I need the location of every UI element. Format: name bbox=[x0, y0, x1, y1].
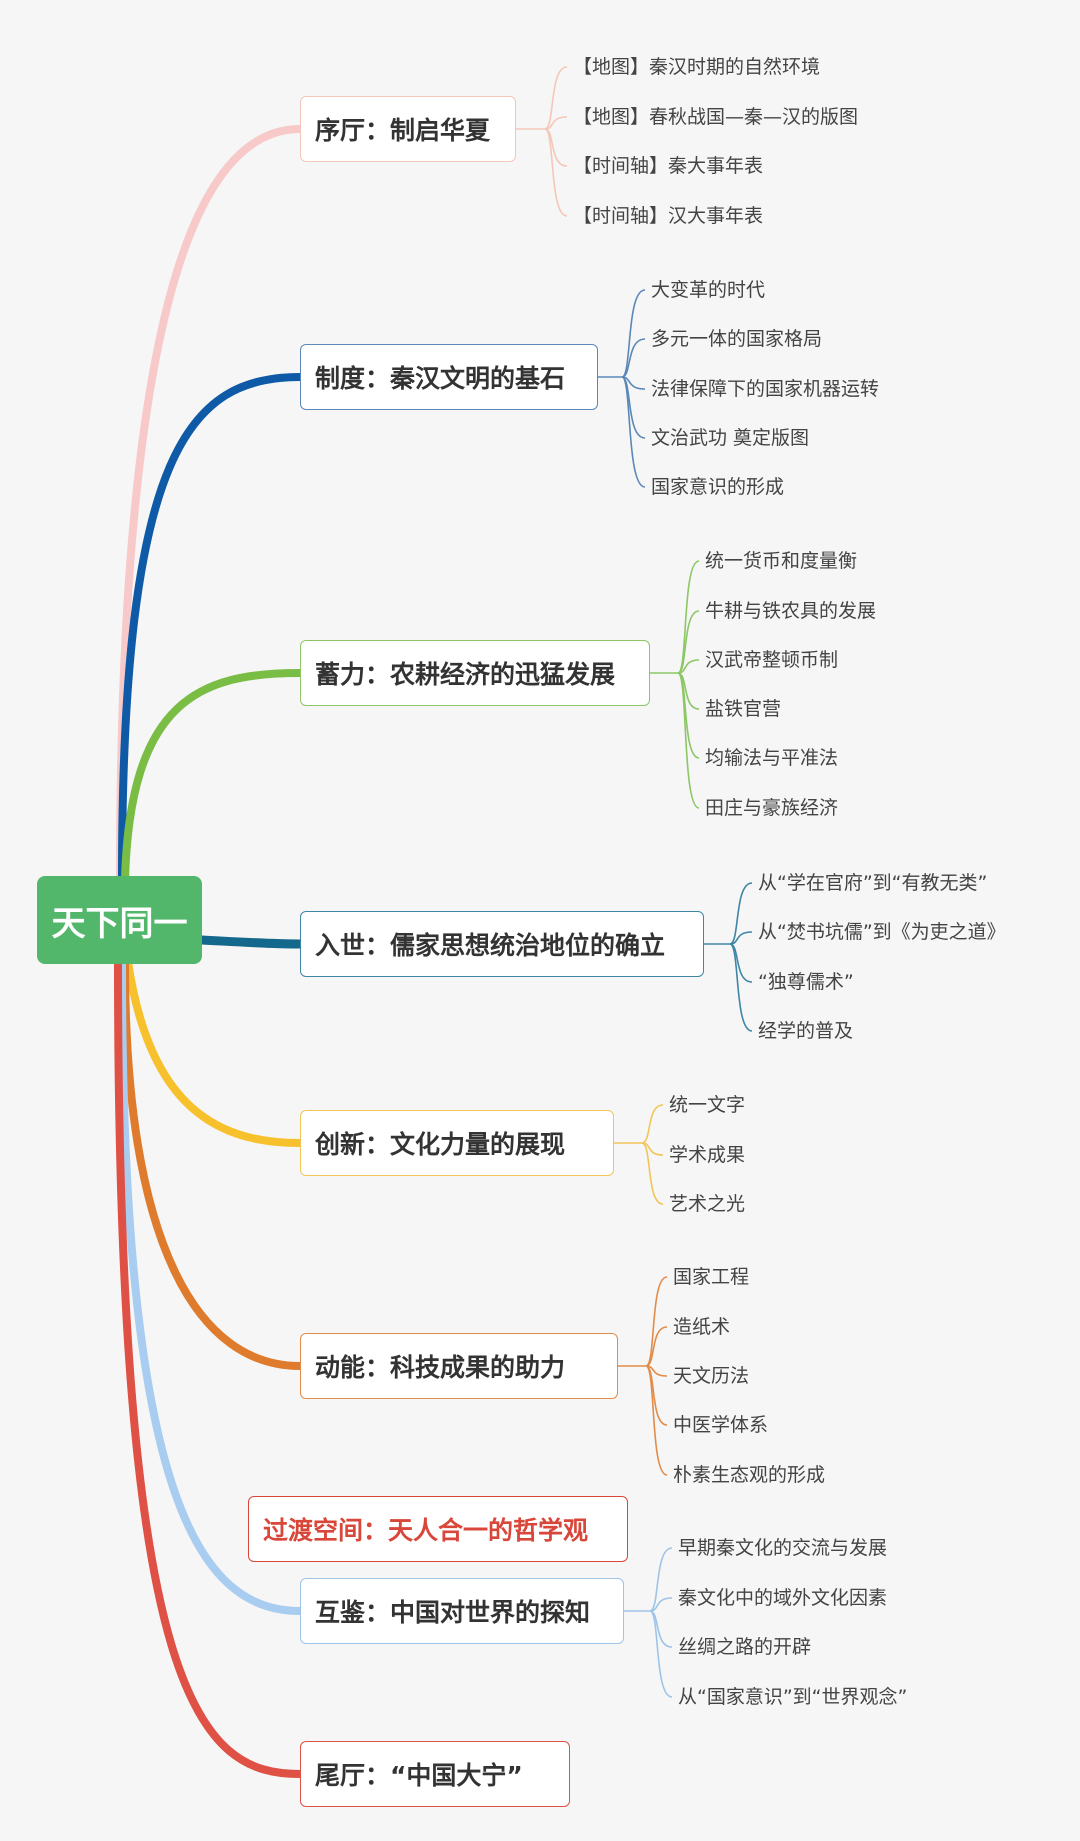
branch-rushi[interactable]: 入世：儒家思想统治地位的确立 bbox=[300, 911, 704, 977]
leaf-item[interactable]: 早期秦文化的交流与发展 bbox=[678, 1537, 888, 1559]
leaf-item[interactable]: 统一文字 bbox=[669, 1094, 746, 1116]
branch-label: 入世：儒家思想统治地位的确立 bbox=[315, 931, 666, 960]
leaf-line-hujian-3 bbox=[649, 1610, 673, 1698]
branch-weiting[interactable]: 尾厅：“中国大宁” bbox=[300, 1741, 570, 1807]
leaf-line-rushi-3 bbox=[729, 943, 753, 1032]
leaf-item[interactable]: 造纸术 bbox=[673, 1316, 731, 1338]
branch-label: 过渡空间：天人合一的哲学观 bbox=[263, 1516, 589, 1545]
leaf-item[interactable]: “独尊儒术” bbox=[758, 971, 854, 993]
trunk-rushi bbox=[197, 935, 305, 949]
leaf-item[interactable]: 国家工程 bbox=[673, 1266, 750, 1288]
branch-label: 尾厅：“中国大宁” bbox=[315, 1761, 523, 1790]
trunk-xuli bbox=[121, 669, 304, 884]
leaf-item[interactable]: 大变革的时代 bbox=[651, 279, 766, 301]
leaf-item[interactable]: 【地图】秦汉时期的自然环境 bbox=[573, 56, 821, 78]
leaf-line-rushi-0 bbox=[729, 882, 753, 945]
leaf-connectors bbox=[516, 66, 753, 1698]
trunk-weiting bbox=[114, 960, 304, 1778]
branch-xuting[interactable]: 序厅：制启华夏 bbox=[300, 96, 516, 162]
leaf-item[interactable]: 朴素生态观的形成 bbox=[673, 1464, 826, 1486]
leaf-item[interactable]: 均输法与平准法 bbox=[705, 747, 839, 769]
leaf-line-xuli-1 bbox=[677, 610, 700, 674]
leaf-line-zhidu-0 bbox=[621, 289, 646, 378]
leaf-item[interactable]: 牛耕与铁农具的发展 bbox=[705, 600, 877, 622]
leaf-item[interactable]: 艺术之光 bbox=[669, 1193, 746, 1215]
branch-dongneng[interactable]: 动能：科技成果的助力 bbox=[300, 1333, 618, 1399]
leaf-line-xuting-1 bbox=[544, 116, 568, 130]
leaf-item[interactable]: 法律保障下的国家机器运转 bbox=[651, 378, 880, 400]
leaf-item[interactable]: 丝绸之路的开辟 bbox=[678, 1636, 812, 1658]
branch-label: 蓄力：农耕经济的迅猛发展 bbox=[315, 660, 616, 689]
leaf-item[interactable]: 【时间轴】秦大事年表 bbox=[573, 155, 764, 177]
leaf-line-xuting-0 bbox=[544, 66, 568, 130]
leaf-item[interactable]: 经学的普及 bbox=[758, 1020, 854, 1042]
branch-label: 序厅：制启华夏 bbox=[315, 116, 491, 145]
leaf-line-dongneng-4 bbox=[645, 1365, 668, 1476]
leaf-line-zhidu-4 bbox=[621, 376, 646, 488]
leaf-item[interactable]: 秦文化中的域外文化因素 bbox=[678, 1587, 888, 1609]
leaf-item[interactable]: 国家意识的形成 bbox=[651, 476, 785, 498]
leaf-line-chuangxin-2 bbox=[641, 1142, 664, 1205]
leaf-item[interactable]: 从“学在官府”到“有教无类” bbox=[758, 872, 988, 894]
trunk-xuting bbox=[116, 125, 304, 882]
leaf-item[interactable]: 天文历法 bbox=[673, 1365, 750, 1387]
leaf-item[interactable]: 【地图】春秋战国—秦—汉的版图 bbox=[573, 106, 859, 128]
trunk-dongneng bbox=[121, 958, 304, 1370]
leaf-line-xuting-3 bbox=[544, 128, 568, 217]
root-node[interactable]: 天下同一 bbox=[37, 876, 202, 964]
trunk-zhidu bbox=[118, 373, 304, 882]
branch-hujian[interactable]: 互鉴：中国对世界的探知 bbox=[300, 1578, 624, 1644]
branch-connectors bbox=[114, 125, 305, 1778]
leaf-item[interactable]: 多元一体的国家格局 bbox=[651, 328, 823, 350]
leaf-item[interactable]: 从“焚书坑儒”到《为吏之道》 bbox=[758, 921, 1006, 943]
leaf-line-xuli-5 bbox=[677, 672, 700, 809]
leaf-line-xuli-4 bbox=[677, 672, 700, 759]
leaf-item[interactable]: 盐铁官营 bbox=[705, 698, 782, 720]
branch-label: 动能：科技成果的助力 bbox=[315, 1353, 566, 1382]
leaf-line-hujian-1 bbox=[649, 1597, 673, 1612]
leaf-line-zhidu-1 bbox=[621, 338, 646, 378]
branch-guodu[interactable]: 过渡空间：天人合一的哲学观 bbox=[248, 1496, 628, 1562]
leaf-line-dongneng-1 bbox=[645, 1326, 668, 1367]
branch-label: 互鉴：中国对世界的探知 bbox=[315, 1598, 591, 1627]
leaf-item[interactable]: 汉武帝整顿币制 bbox=[705, 649, 839, 671]
leaf-item[interactable]: 【时间轴】汉大事年表 bbox=[573, 205, 764, 227]
leaf-line-xuli-0 bbox=[677, 560, 700, 674]
leaf-item[interactable]: 学术成果 bbox=[669, 1144, 746, 1166]
leaf-line-xuli-2 bbox=[677, 659, 700, 674]
branch-chuangxin[interactable]: 创新：文化力量的展现 bbox=[300, 1110, 614, 1176]
leaf-item[interactable]: 从“国家意识”到“世界观念” bbox=[678, 1686, 908, 1708]
branch-label: 创新：文化力量的展现 bbox=[315, 1130, 566, 1159]
branch-zhidu[interactable]: 制度：秦汉文明的基石 bbox=[300, 344, 598, 410]
trunk-chuangxin bbox=[124, 958, 304, 1147]
leaf-item[interactable]: 中医学体系 bbox=[673, 1414, 769, 1436]
leaf-item[interactable]: 统一货币和度量衡 bbox=[705, 550, 858, 572]
branch-label: 制度：秦汉文明的基石 bbox=[315, 364, 566, 393]
leaf-line-hujian-0 bbox=[649, 1547, 673, 1612]
leaf-line-chuangxin-0 bbox=[641, 1104, 664, 1144]
leaf-line-rushi-1 bbox=[729, 931, 753, 945]
leaf-item[interactable]: 田庄与豪族经济 bbox=[705, 797, 839, 819]
trunk-hujian bbox=[118, 960, 304, 1615]
leaf-line-dongneng-0 bbox=[645, 1276, 668, 1367]
leaf-item[interactable]: 文治武功 奠定版图 bbox=[651, 427, 810, 449]
branch-xuli[interactable]: 蓄力：农耕经济的迅猛发展 bbox=[300, 640, 650, 706]
